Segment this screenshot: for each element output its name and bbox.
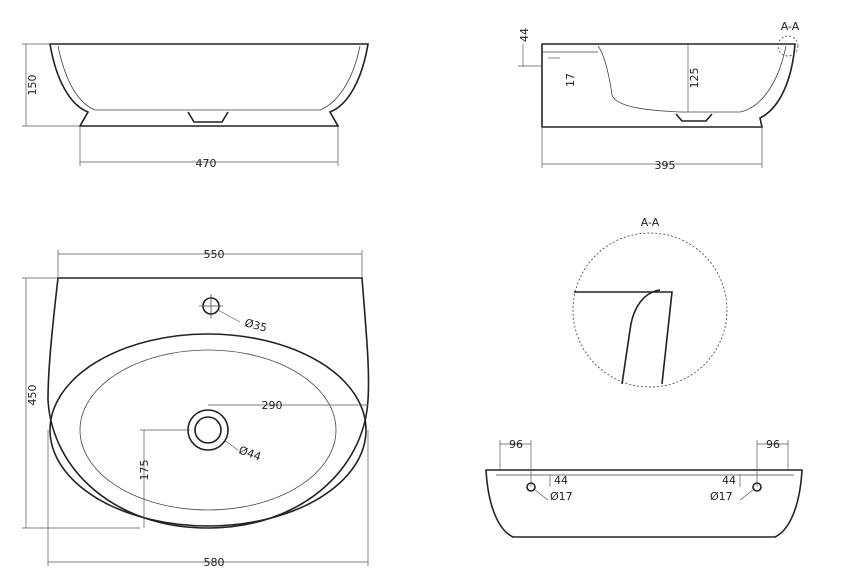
top-view-outline <box>47 277 370 529</box>
left-hole-leader <box>534 489 549 501</box>
top-width-label: 550 <box>204 248 225 261</box>
right-hole-leader <box>739 489 754 501</box>
section-view-outline <box>541 43 796 128</box>
drain-hole-outer <box>187 409 229 451</box>
section-marker-circle <box>777 35 799 57</box>
left-hole-dia-label: Ø17 <box>550 490 573 503</box>
tap-hole-leader <box>217 309 241 323</box>
side-view-height-label: 150 <box>26 75 39 96</box>
front-view: 96 96 44 Ø17 44 Ø17 <box>485 438 803 538</box>
drain-hole-label: Ø44 <box>237 444 263 464</box>
side-view-width-label: 470 <box>196 157 217 170</box>
side-view-drain <box>187 111 229 123</box>
section-marker-label: A-A <box>781 20 800 33</box>
depth-label: 125 <box>688 68 701 89</box>
wall-label: 17 <box>564 73 577 87</box>
section-view-drain <box>675 113 713 122</box>
side-view: 150 470 <box>22 43 369 170</box>
side-view-inner-bowl <box>57 45 361 111</box>
side-view-basin-outline <box>49 43 369 127</box>
drain-hole-leader <box>223 439 239 451</box>
height-label: 450 <box>26 385 39 406</box>
drain-hole-inner <box>194 416 222 444</box>
section-width-label: 395 <box>655 159 676 172</box>
bottom-width-label: 580 <box>204 556 225 569</box>
detail-view: A-A <box>572 216 728 388</box>
top-view-bowl-inner <box>79 349 337 511</box>
tap-hole-label: Ø35 <box>243 316 268 334</box>
left-offset-label: 96 <box>509 438 523 451</box>
drain-offset-x-label: 290 <box>262 399 283 412</box>
detail-view-title: A-A <box>641 216 660 229</box>
detail-view-profile <box>574 289 673 385</box>
top-view: Ø35 Ø44 290 175 550 450 580 <box>22 248 370 569</box>
drain-offset-y-label: 175 <box>138 460 151 481</box>
section-view: A-A 44 17 125 395 <box>518 20 800 172</box>
rim-thickness-label: 44 <box>518 28 531 42</box>
right-offset-label: 96 <box>766 438 780 451</box>
right-hole-dia-label: Ø17 <box>710 490 733 503</box>
right-hole-height-label: 44 <box>722 474 736 487</box>
front-view-outline <box>485 469 803 538</box>
detail-view-circle <box>572 232 728 388</box>
section-view-inner-bowl <box>597 45 787 113</box>
left-hole-height-label: 44 <box>554 474 568 487</box>
top-view-bowl-rim <box>49 333 367 527</box>
